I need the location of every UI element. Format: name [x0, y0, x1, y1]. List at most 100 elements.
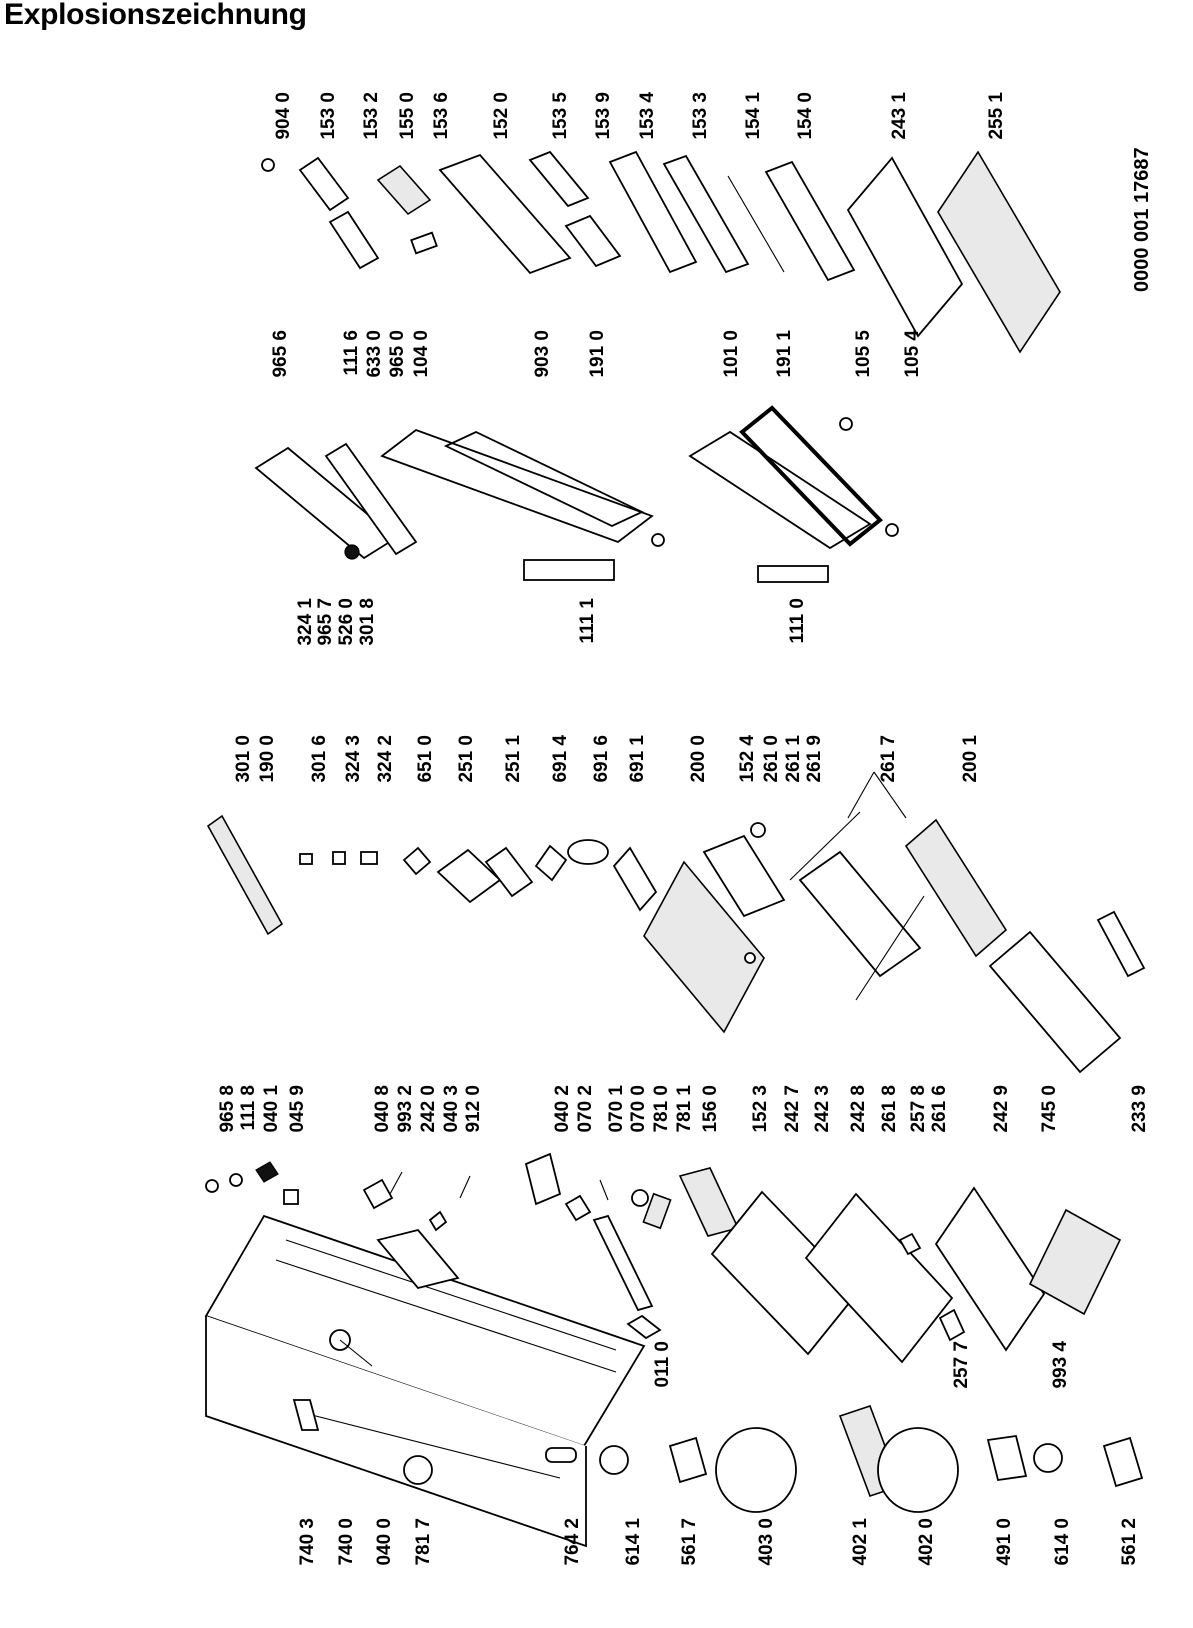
part-label: 965 6	[270, 330, 291, 378]
part-label: 561 7	[679, 1518, 700, 1566]
part-label: 156 0	[700, 1085, 721, 1133]
part-label: 040 0	[374, 1518, 395, 1566]
document-number: 0000 001 17687	[1131, 147, 1153, 292]
part-label: 257 8	[908, 1085, 929, 1133]
part-label: 153 9	[593, 92, 614, 140]
part-label: 965 0	[387, 330, 408, 378]
part-label: 242 0	[418, 1085, 439, 1133]
part-label: 324 2	[375, 735, 396, 783]
part-label: 614 1	[623, 1518, 644, 1566]
part-label: 912 0	[463, 1085, 484, 1133]
part-label: 251 1	[503, 735, 524, 783]
part-label: 153 5	[550, 92, 571, 140]
part-label: 261 1	[783, 735, 804, 783]
part-label: 301 6	[309, 735, 330, 783]
door-bins-group	[261, 150, 1061, 354]
part-label: 011 0	[652, 1341, 673, 1388]
part-label: 190 0	[257, 735, 278, 783]
part-label: 561 2	[1119, 1518, 1140, 1566]
part-label: 261 6	[929, 1085, 950, 1133]
cabinet-body	[204, 1214, 646, 1548]
part-number-labels: 904 0 153 0 153 2 155 0 153 6 152 0 153 5 153 9…	[217, 92, 1150, 1566]
part-label: 301 8	[357, 598, 378, 646]
part-label: 242 8	[848, 1085, 869, 1133]
page-title: Explosionszeichnung	[4, 0, 307, 31]
part-label: 111 6	[341, 330, 362, 375]
part-label: 257 7	[951, 1341, 972, 1389]
fittings-group	[205, 1152, 740, 1340]
part-label: 691 4	[550, 735, 571, 783]
part-label: 993 4	[1050, 1341, 1071, 1389]
part-label: 111 0	[787, 598, 808, 643]
part-label: 242 7	[782, 1085, 803, 1133]
part-label: 255 1	[986, 92, 1007, 140]
part-label: 261 0	[761, 735, 782, 783]
part-label: 261 9	[804, 735, 825, 783]
part-label: 526 0	[336, 598, 357, 646]
part-label: 903 0	[532, 330, 553, 378]
part-label: 153 4	[637, 92, 658, 140]
part-label: 105 5	[853, 330, 874, 378]
part-label: 491 0	[994, 1518, 1015, 1566]
part-label: 243 1	[889, 92, 910, 140]
part-label: 691 6	[591, 735, 612, 783]
part-label: 154 0	[795, 92, 816, 140]
part-label: 191 0	[587, 330, 608, 378]
part-label: 153 3	[690, 92, 711, 140]
part-label: 242 3	[812, 1085, 833, 1133]
part-label: 070 1	[606, 1085, 627, 1133]
part-label: 040 1	[261, 1085, 282, 1133]
part-label: 101 0	[721, 330, 742, 378]
part-label: 111 8	[238, 1085, 259, 1130]
part-label: 070 2	[575, 1085, 596, 1133]
parts-drawing	[204, 150, 1146, 1548]
part-label: 153 2	[361, 92, 382, 140]
part-label: 040 3	[441, 1085, 462, 1133]
part-label: 104 0	[411, 330, 432, 378]
part-label: 402 0	[916, 1518, 937, 1566]
part-label: 200 1	[960, 735, 981, 783]
part-label: 402 1	[850, 1518, 871, 1566]
door-assembly-group	[254, 405, 899, 583]
compressor-group	[292, 1399, 1144, 1513]
part-label: 993 2	[395, 1085, 416, 1133]
part-label: 965 8	[217, 1085, 238, 1133]
leader-lines	[339, 771, 907, 1367]
part-label: 261 7	[878, 735, 899, 783]
part-label: 155 0	[397, 92, 418, 140]
part-label: 633 0	[364, 330, 385, 378]
part-label: 040 2	[552, 1085, 573, 1133]
part-label: 200 0	[688, 735, 709, 783]
part-label: 105 4	[902, 330, 923, 378]
part-label: 111 1	[577, 598, 598, 644]
part-label: 152 4	[737, 735, 758, 783]
interior-components-group	[206, 811, 1146, 1074]
part-label: 781 1	[674, 1085, 695, 1133]
part-label: 781 0	[651, 1085, 672, 1133]
part-label: 153 6	[431, 92, 452, 140]
part-label: 251 0	[456, 735, 477, 783]
part-label: 740 0	[336, 1518, 357, 1566]
part-label: 152 0	[491, 92, 512, 140]
part-label: 191 1	[774, 330, 795, 378]
part-label: 324 3	[343, 735, 364, 783]
part-label: 904 0	[273, 92, 294, 140]
part-label: 153 0	[318, 92, 339, 140]
part-label: 764 2	[562, 1518, 583, 1566]
part-label: 040 8	[372, 1085, 393, 1133]
part-label: 045 9	[287, 1085, 308, 1133]
part-label: 324 1	[295, 598, 316, 646]
part-label: 781 7	[413, 1518, 434, 1566]
part-label: 614 0	[1052, 1518, 1073, 1566]
part-label: 233 9	[1129, 1085, 1150, 1133]
part-label: 261 8	[879, 1085, 900, 1133]
part-label: 691 1	[627, 735, 648, 783]
part-label: 651 0	[415, 735, 436, 783]
part-label: 745 0	[1039, 1085, 1060, 1133]
part-label: 965 7	[315, 598, 336, 646]
drawers-group	[710, 1186, 1122, 1364]
part-label: 301 0	[233, 735, 254, 783]
part-label: 070 0	[628, 1085, 649, 1133]
part-label: 154 1	[743, 92, 764, 140]
